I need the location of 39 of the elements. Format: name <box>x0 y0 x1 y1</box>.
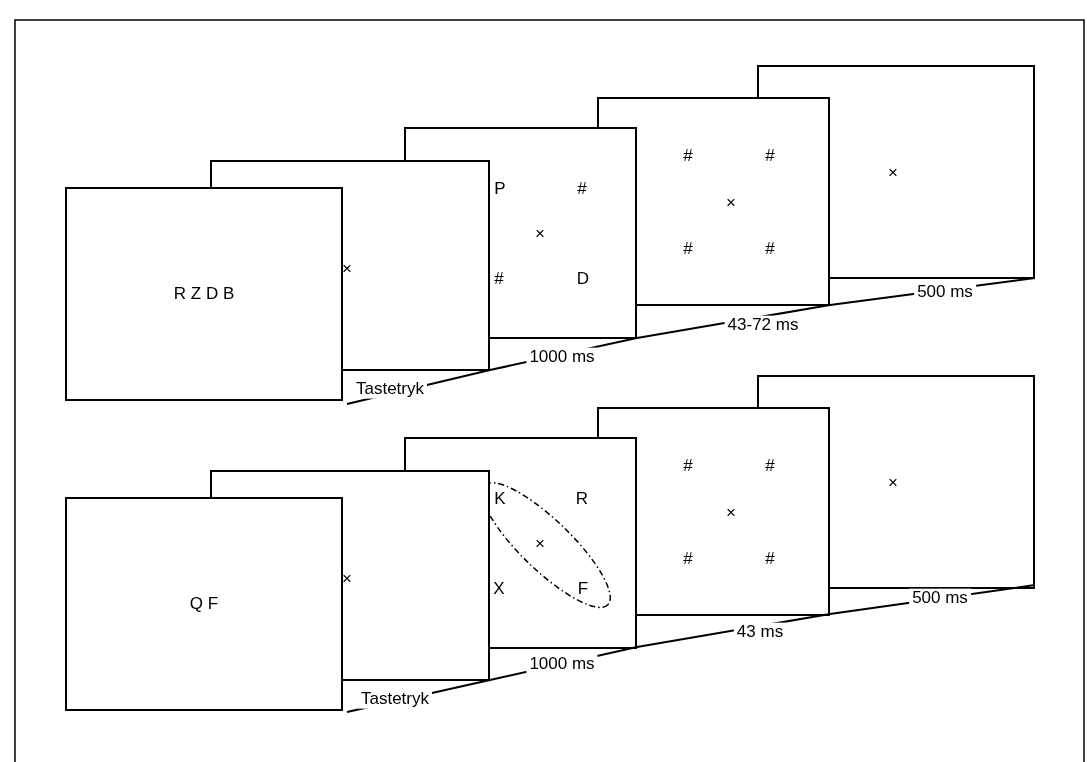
stimulus-symbol: # <box>577 179 587 197</box>
stimulus-symbol: # <box>683 456 693 474</box>
stimulus-symbol: X <box>493 579 505 597</box>
stimulus-symbol: # <box>765 146 775 164</box>
stimulus-symbol: # <box>765 456 775 474</box>
display-screen <box>65 187 343 401</box>
stimulus-symbol: × <box>726 503 736 521</box>
duration-label: 1000 ms <box>526 654 598 674</box>
memory-letters: Q F <box>189 594 219 612</box>
stimulus-symbol: × <box>726 193 736 211</box>
stimulus-symbol: × <box>342 259 352 277</box>
stimulus-symbol: # <box>765 549 775 567</box>
stimulus-symbol: K <box>494 489 506 507</box>
stimulus-symbol: # <box>683 239 693 257</box>
display-screen <box>637 407 830 616</box>
stimulus-symbol: P <box>494 179 506 197</box>
stimulus-symbol: × <box>535 534 545 552</box>
stimulus-symbol: × <box>888 473 898 491</box>
stimulus-symbol: F <box>577 579 589 597</box>
stimulus-symbol: × <box>888 163 898 181</box>
stimulus-symbol: R <box>575 489 589 507</box>
response-label: Tastetryk <box>353 379 427 399</box>
display-screen <box>490 437 637 649</box>
stimulus-symbol: D <box>576 269 590 287</box>
stimulus-symbol: # <box>683 146 693 164</box>
display-screen <box>830 65 1035 279</box>
display-screen <box>830 375 1035 589</box>
stimulus-symbol: × <box>535 224 545 242</box>
stimulus-symbol: # <box>765 239 775 257</box>
stimulus-symbol: # <box>494 269 504 287</box>
display-screen <box>490 127 637 339</box>
stimulus-symbol: × <box>342 569 352 587</box>
stimulus-symbol: # <box>683 549 693 567</box>
display-screen <box>637 97 830 306</box>
display-screen <box>343 470 490 681</box>
display-screen <box>65 497 343 711</box>
memory-letters: R Z D B <box>173 284 235 302</box>
response-label: Tastetryk <box>358 689 432 709</box>
display-screen <box>343 160 490 371</box>
